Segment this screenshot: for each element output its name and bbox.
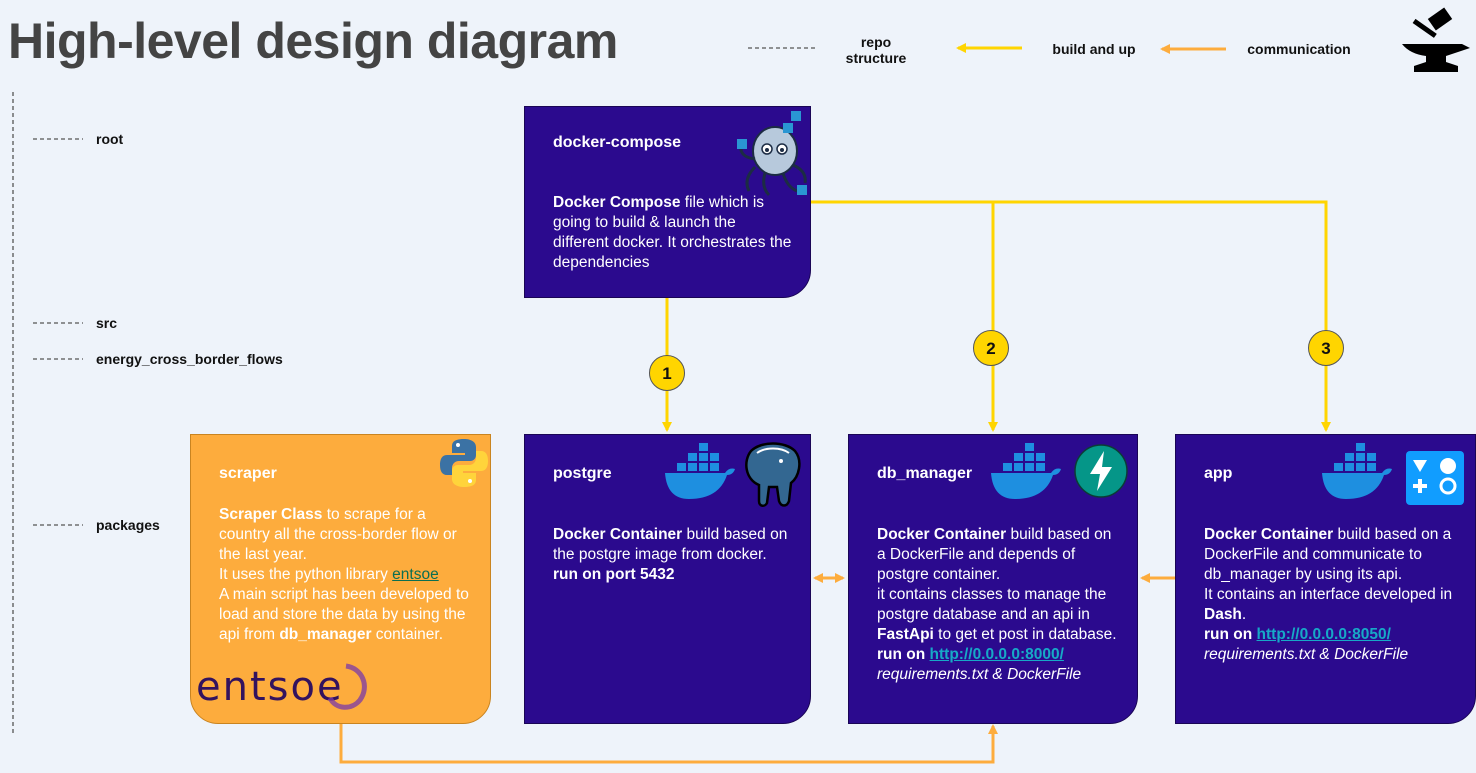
fastapi-icon: [1074, 444, 1128, 498]
scraper-title: scraper: [219, 465, 277, 482]
entsoe-logo: entsoe: [196, 664, 344, 710]
anvil-hammer-icon: [1402, 7, 1470, 72]
postgre-title: postgre: [553, 465, 612, 482]
step-badge-2: 2: [973, 330, 1009, 366]
tree-src: src: [96, 315, 118, 331]
docker-whale-icon: [1322, 443, 1392, 499]
legend-communication: communication: [1247, 41, 1351, 57]
docker-compose-description: Docker Compose file which is going to bu…: [553, 194, 792, 271]
scraper-description: Scraper Class to scrape for a country al…: [219, 506, 469, 643]
app-title: app: [1204, 465, 1233, 482]
docker-compose-title: docker-compose: [553, 134, 682, 151]
dash-icon: [1406, 451, 1464, 505]
postgre-box: postgre Docker Container build based on …: [524, 434, 811, 724]
docker-compose-octopus-icon: [737, 111, 807, 197]
docker-compose-box: docker-compose Docker Compose file which…: [524, 106, 811, 298]
app-url-link[interactable]: http://0.0.0.0:8050/: [1256, 626, 1391, 643]
app-description: Docker Container build based on a Docker…: [1204, 526, 1453, 663]
db-manager-url-link[interactable]: http://0.0.0.0:8000/: [929, 646, 1064, 663]
legend-repo-structure: repo structure: [845, 34, 907, 66]
postgre-description: Docker Container build based on the post…: [553, 526, 788, 583]
db-manager-description: Docker Container build based on a Docker…: [877, 526, 1117, 683]
entsoe-link[interactable]: entsoe: [392, 566, 439, 583]
page-title: High-level design diagram: [8, 13, 618, 69]
db-manager-box: db_manager Docker Container build based …: [848, 434, 1138, 724]
tree-packages: packages: [96, 517, 160, 533]
postgresql-elephant-icon: [745, 442, 801, 507]
python-icon: [440, 439, 488, 487]
docker-whale-icon: [991, 443, 1061, 499]
entsoe-logo-swirl-icon: [327, 663, 367, 710]
step-badge-1: 1: [649, 355, 685, 391]
tree-root: root: [96, 131, 124, 147]
legend-build-and-up: build and up: [1052, 41, 1136, 57]
scraper-box: scraper Scraper Class to scrape for a co…: [190, 434, 491, 724]
tree-energy-cross-border-flows: energy_cross_border_flows: [96, 351, 283, 367]
step-badge-3: 3: [1308, 330, 1344, 366]
app-box: app Docker Container build based on a Do…: [1175, 434, 1476, 724]
db-manager-title: db_manager: [877, 465, 973, 482]
build-arrow-3: [993, 200, 1331, 432]
comm-scraper-dbmanager: [339, 724, 998, 764]
build-arrow-2: [811, 200, 998, 432]
docker-whale-icon: [665, 443, 735, 499]
